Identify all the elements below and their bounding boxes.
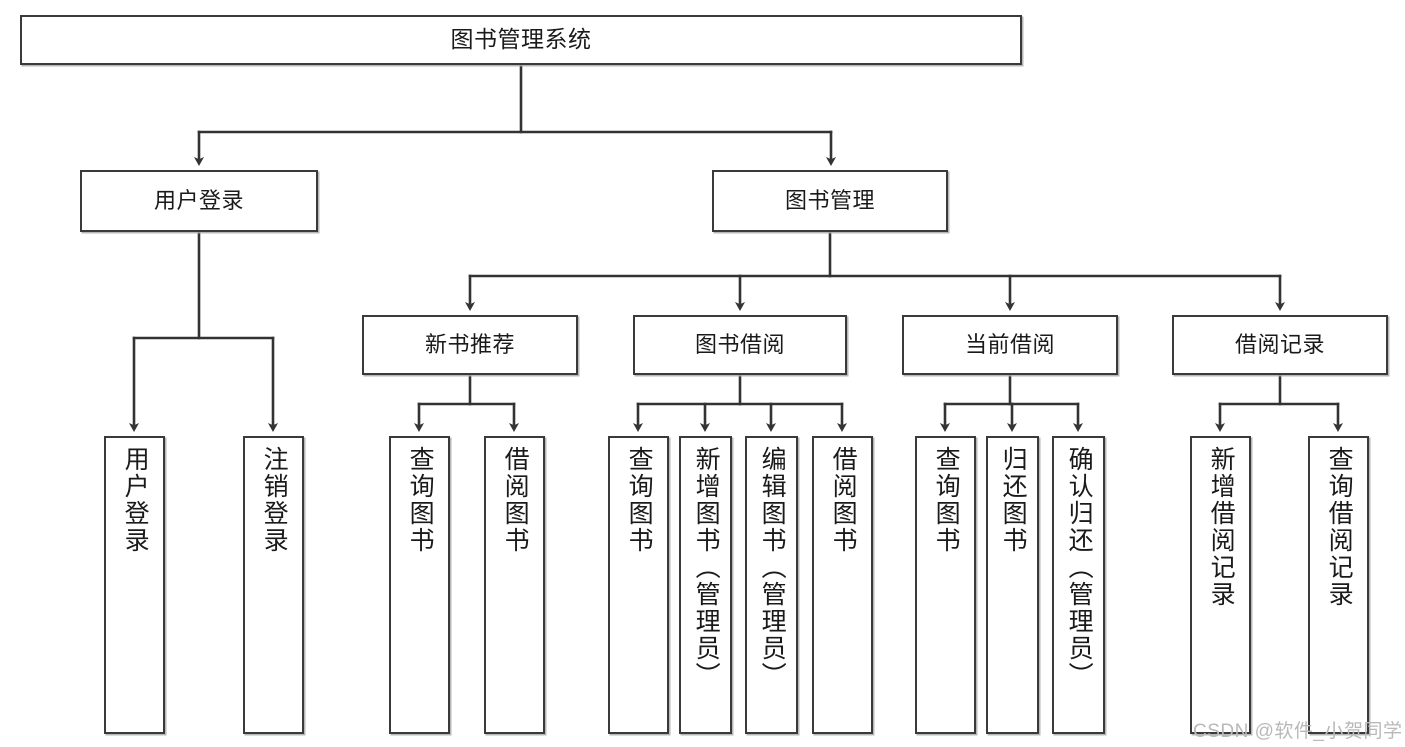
root-to-level1-connectors [194, 63, 836, 166]
node-book-borrow[interactable]: 图书借阅 [633, 315, 847, 375]
node-label: 当前借阅 [964, 332, 1055, 358]
newbook-to-leaves-connectors [414, 373, 519, 432]
currentborrow-to-leaves-connectors [940, 373, 1083, 432]
node-user-login[interactable]: 用户登录 [80, 170, 318, 232]
node-borrow-record[interactable]: 借阅记录 [1172, 315, 1388, 375]
node-label: 注销登录 [260, 446, 289, 554]
node-leaf-query-book-current[interactable]: 查询图书 [915, 436, 976, 734]
node-leaf-borrow-book-recommend[interactable]: 借阅图书 [484, 436, 545, 734]
node-label: 图书管理系统 [450, 26, 592, 53]
node-leaf-query-book-recommend[interactable]: 查询图书 [389, 436, 450, 734]
node-leaf-return-book[interactable]: 归还图书 [986, 436, 1039, 734]
node-label: 图书借阅 [694, 332, 785, 358]
node-current-borrow[interactable]: 当前借阅 [902, 315, 1118, 375]
node-leaf-edit-book-admin[interactable]: 编辑图书（管理员） [745, 436, 798, 734]
node-label: 新增借阅记录 [1207, 446, 1236, 608]
node-label: 借阅记录 [1234, 332, 1325, 358]
node-label: 编辑图书（管理员） [758, 446, 787, 689]
node-label: 查询图书 [625, 446, 654, 554]
node-root-book-management-system[interactable]: 图书管理系统 [20, 15, 1022, 65]
node-leaf-user-login[interactable]: 用户登录 [104, 436, 165, 734]
userlogin-to-leaves-connectors [129, 230, 278, 432]
csdn-watermark: CSDN @软件_小贺同学 [1193, 721, 1403, 742]
node-label: 图书管理 [784, 188, 875, 214]
node-leaf-borrow-book[interactable]: 借阅图书 [812, 436, 873, 734]
node-label: 查询图书 [932, 446, 961, 554]
node-label: 借阅图书 [829, 446, 858, 554]
node-label: 用户登录 [121, 446, 150, 554]
node-label: 用户登录 [153, 188, 244, 214]
borrowrecord-to-leaves-connectors [1215, 373, 1343, 432]
node-label: 查询图书 [406, 446, 435, 554]
bookmanage-to-level2-connectors [465, 230, 1285, 311]
bookborrow-to-leaves-connectors [633, 373, 847, 432]
node-new-book-recommend[interactable]: 新书推荐 [362, 315, 578, 375]
node-label: 确认归还（管理员） [1065, 446, 1094, 689]
node-label: 归还图书 [999, 446, 1028, 554]
node-book-manage[interactable]: 图书管理 [712, 170, 948, 232]
node-label: 新增图书（管理员） [692, 446, 721, 689]
node-label: 新书推荐 [424, 332, 515, 358]
node-leaf-add-borrow-record[interactable]: 新增借阅记录 [1190, 436, 1251, 734]
node-label: 借阅图书 [501, 446, 530, 554]
node-leaf-confirm-return-admin[interactable]: 确认归还（管理员） [1052, 436, 1105, 734]
node-leaf-add-book-admin[interactable]: 新增图书（管理员） [679, 436, 732, 734]
node-leaf-logout-login[interactable]: 注销登录 [243, 436, 304, 734]
node-label: 查询借阅记录 [1325, 446, 1354, 608]
node-leaf-query-borrow-record[interactable]: 查询借阅记录 [1308, 436, 1369, 734]
node-leaf-query-book-borrow[interactable]: 查询图书 [608, 436, 669, 734]
